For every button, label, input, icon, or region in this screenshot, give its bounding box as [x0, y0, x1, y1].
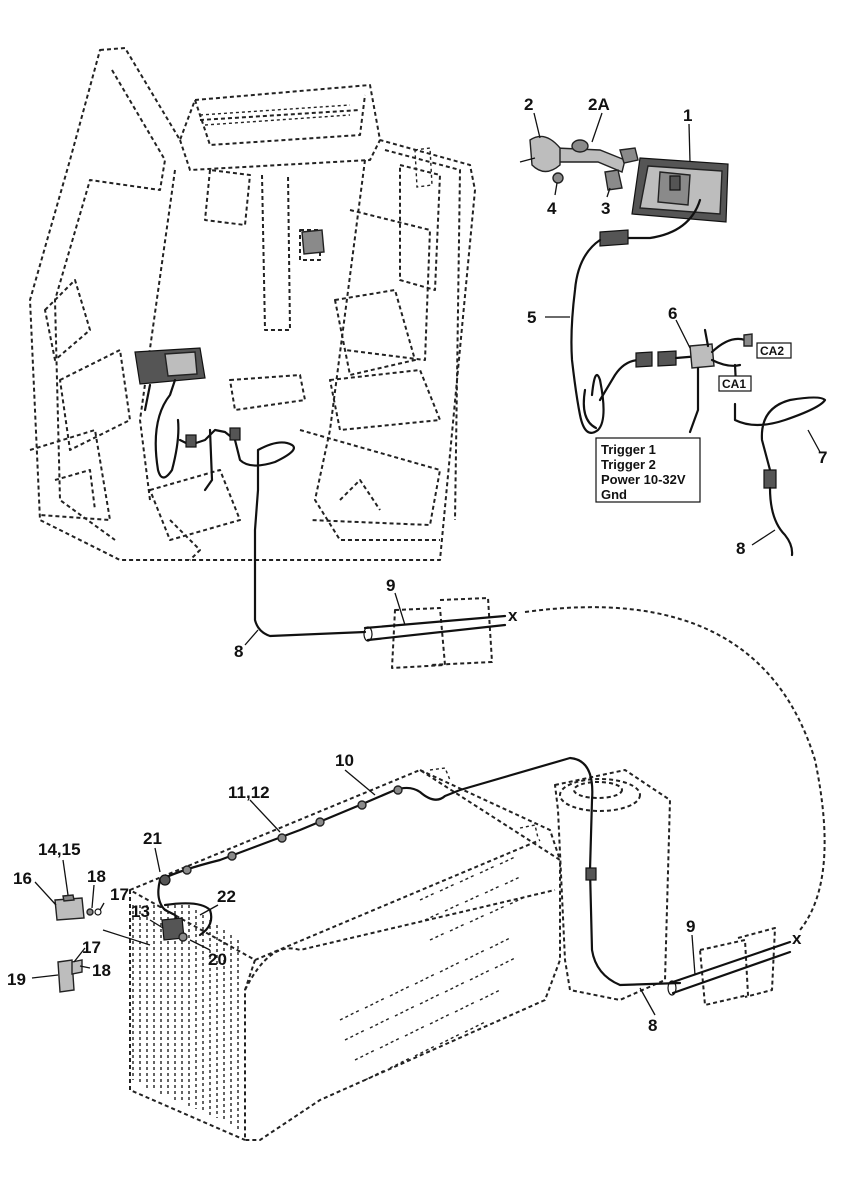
callout-22: 22	[217, 887, 236, 906]
callout-9-bottom: 9	[686, 917, 695, 936]
callout-20: 20	[208, 950, 227, 969]
callout-2a: 2A	[588, 95, 610, 114]
callout-8-bottom: 8	[648, 1016, 657, 1035]
callout-1: 1	[683, 106, 692, 125]
break-mark-bottom: x	[792, 929, 802, 948]
callout-labels: 1 2 2A 3 4 5 6 7 8 8 8 9 9 10 11,12 13 1…	[7, 95, 827, 1035]
callout-10: 10	[335, 751, 354, 770]
callout-16: 16	[13, 869, 32, 888]
callout-5: 5	[527, 308, 536, 327]
callout-3: 3	[601, 199, 610, 218]
callout-8-mid: 8	[234, 642, 243, 661]
callout-19: 19	[7, 970, 26, 989]
cab-display-unit	[134, 229, 325, 479]
callout-11-12: 11,12	[228, 783, 270, 802]
wire-trigger-2: Trigger 2	[601, 457, 656, 472]
cab-harness	[178, 427, 367, 638]
callout-2: 2	[524, 95, 533, 114]
wire-trigger-1: Trigger 1	[601, 442, 656, 457]
sleeve-9-top: x	[363, 597, 518, 669]
display-kit: CA2 CA1 Trigger 1 Trigger 2 Power 10-32V…	[244, 112, 827, 646]
callout-4: 4	[547, 199, 557, 218]
engine-hood-outline	[129, 769, 671, 1141]
hood-harness	[54, 756, 682, 993]
callout-18-a: 18	[87, 867, 106, 886]
wire-function-box: Trigger 1 Trigger 2 Power 10-32V Gnd	[595, 437, 701, 503]
connector-tag-ca2: CA2	[756, 342, 792, 359]
tractor-cab-outline	[29, 47, 476, 561]
callout-17-a: 17	[110, 885, 129, 904]
radiator-grille	[132, 905, 239, 1130]
callout-9-top: 9	[386, 576, 395, 595]
callout-21: 21	[143, 829, 162, 848]
wire-ground: Gnd	[601, 487, 627, 502]
hood-vent-slots	[339, 856, 526, 1081]
break-mark-top: x	[508, 606, 518, 625]
sleeve-9-bottom: x	[667, 927, 802, 1006]
callout-18-b: 18	[92, 961, 111, 980]
callout-8-top: 8	[736, 539, 745, 558]
callout-14-15: 14,15	[38, 840, 81, 859]
connection-arc	[524, 606, 826, 931]
wire-power: Power 10-32V	[601, 472, 686, 487]
bottom-leaders	[31, 592, 696, 1016]
svg-text:CA1: CA1	[722, 377, 746, 391]
callout-13: 13	[131, 902, 150, 921]
connector-tag-ca1: CA1	[718, 375, 752, 392]
callout-7: 7	[818, 448, 827, 467]
svg-text:CA2: CA2	[760, 344, 784, 358]
callout-17-b: 17	[82, 938, 101, 957]
callout-6: 6	[668, 304, 677, 323]
